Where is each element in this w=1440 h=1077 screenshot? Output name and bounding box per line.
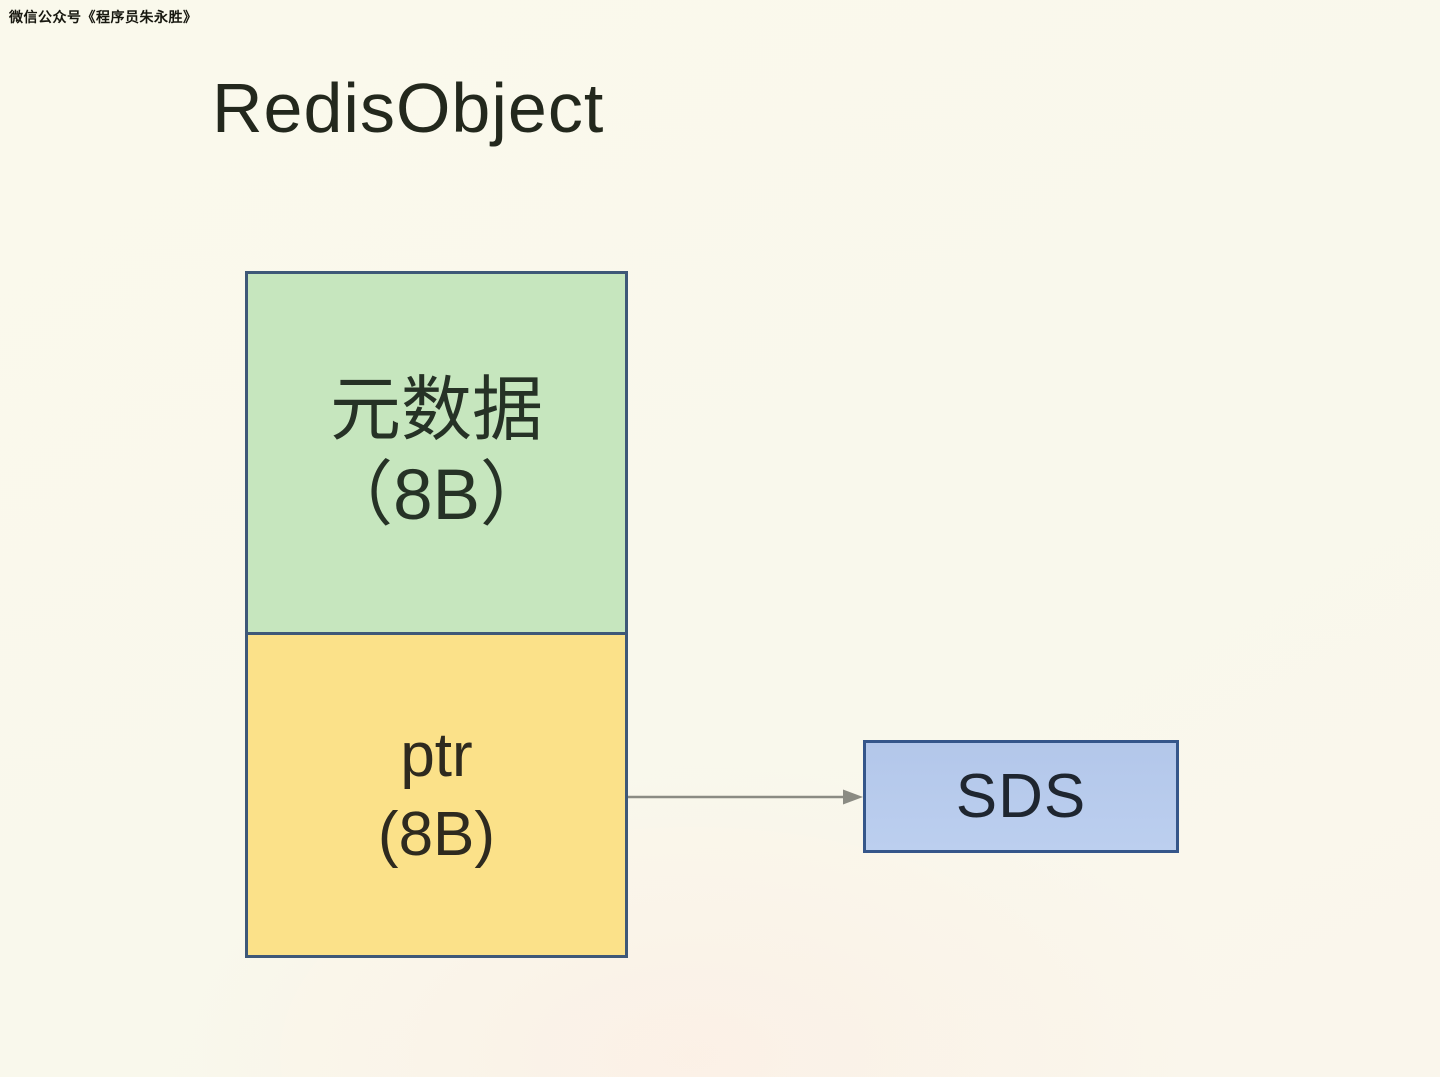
metadata-cell-size: （8B） <box>322 456 551 535</box>
watermark-text: 微信公众号《程序员朱永胜》 <box>9 9 198 25</box>
page-title: RedisObject <box>212 69 605 147</box>
redisobject-struct-box: 元数据 （8B） ptr (8B) <box>245 271 628 958</box>
metadata-cell-label: 元数据 <box>329 370 543 450</box>
ptr-cell-size: (8B) <box>377 800 496 869</box>
sds-box: SDS <box>863 740 1179 853</box>
metadata-cell: 元数据 （8B） <box>248 274 625 635</box>
ptr-cell-label: ptr <box>400 720 473 790</box>
ptr-cell: ptr (8B) <box>248 635 625 955</box>
pointer-arrowhead-icon <box>843 789 863 805</box>
pointer-arrow <box>628 789 863 805</box>
sds-label: SDS <box>955 762 1087 831</box>
